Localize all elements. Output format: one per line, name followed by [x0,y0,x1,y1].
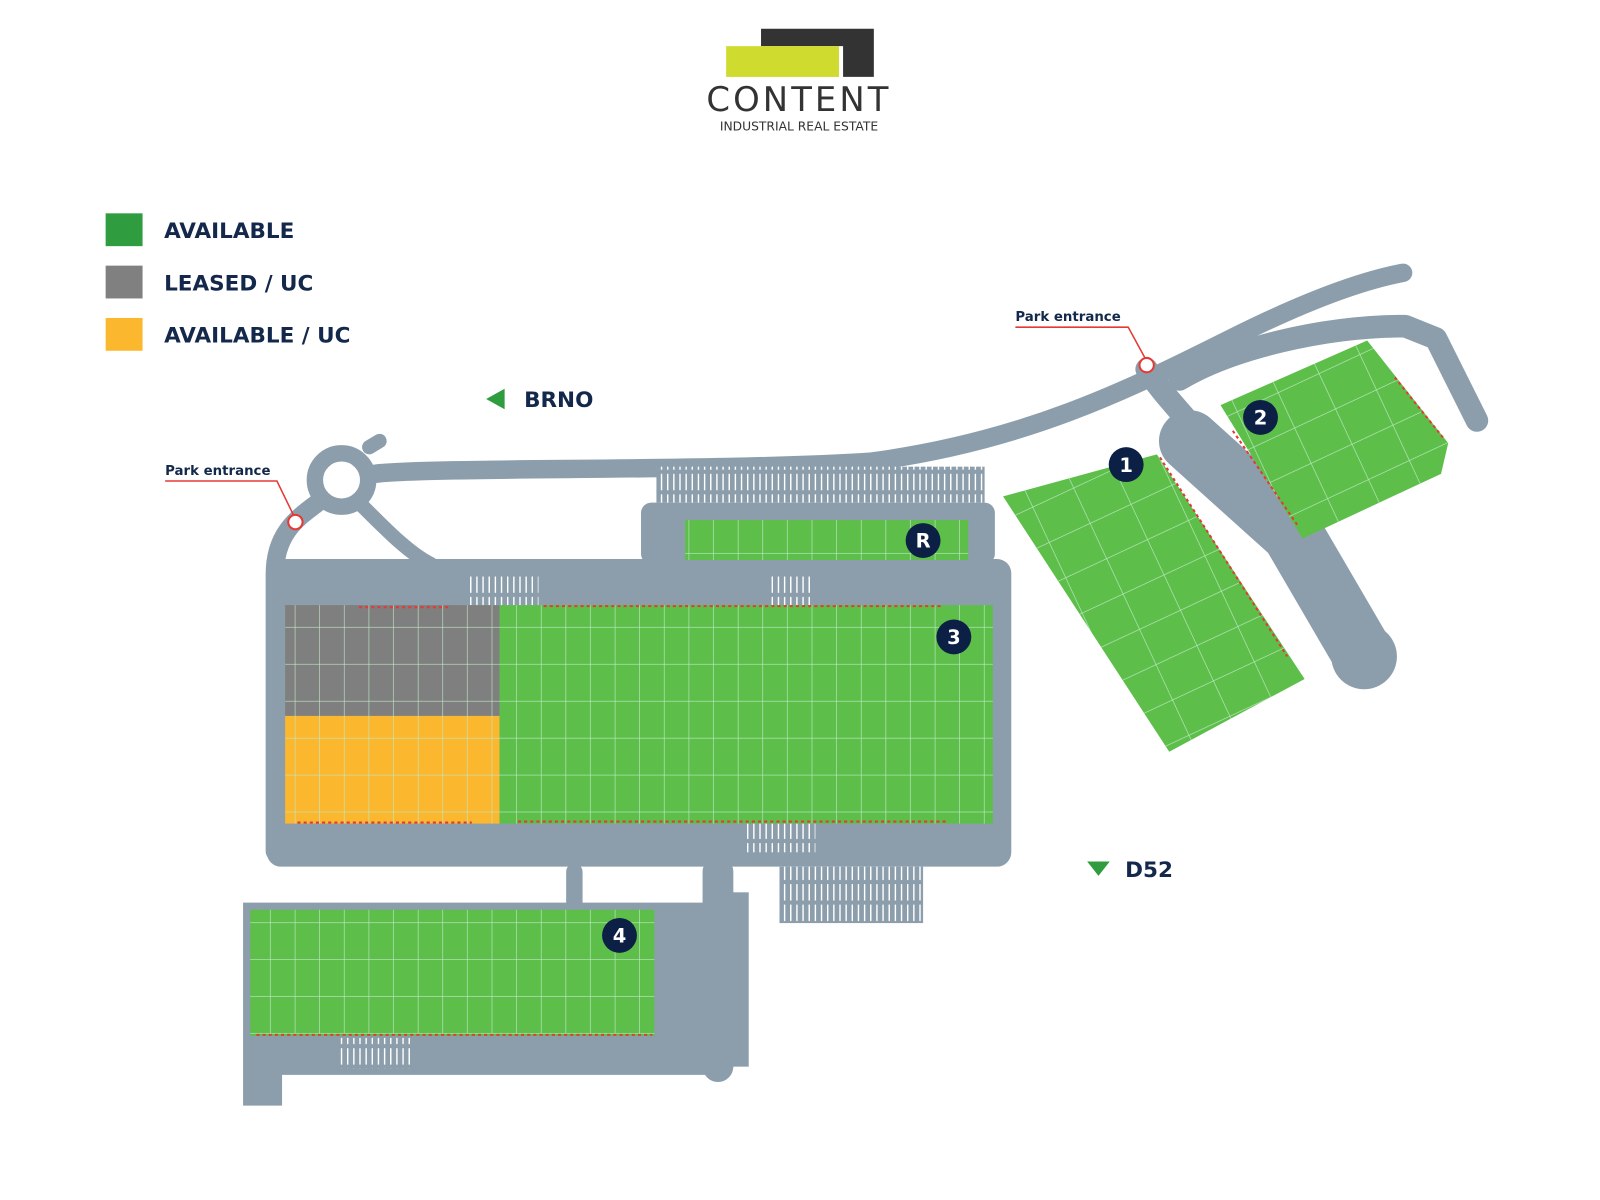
parking-lot [466,576,539,606]
legend-label-available-uc: AVAILABLE / UC [164,324,350,349]
legend-swatch-available [105,213,143,247]
svg-text:1: 1 [1119,454,1133,477]
svg-text:Park entrance: Park entrance [165,464,270,479]
building-badge [1243,400,1278,435]
svg-text:2: 2 [1254,407,1268,430]
logo-mark-dark [761,28,874,77]
direction-d52: D52 [1087,858,1173,883]
svg-text:R: R [916,530,931,553]
building-4[interactable]: 4 [250,909,655,1036]
parking-lot [743,823,816,853]
legend-label-available: AVAILABLE [164,219,294,244]
logo-tagline: INDUSTRIAL REAL ESTATE [720,119,878,133]
entrance-marker-icon [1138,356,1155,374]
legend-swatch-leased [105,265,143,299]
svg-text:BRNO: BRNO [524,388,593,413]
logo-name: CONTENT [706,80,891,119]
logo: CONTENT INDUSTRIAL REAL ESTATE [706,28,891,133]
parking-lot [338,1037,411,1069]
park-entrance-north: Park entrance [1015,310,1155,374]
svg-text:D52: D52 [1125,858,1173,883]
building-3[interactable]: 3 [285,605,993,824]
park-entrance-west: Park entrance [165,464,304,531]
parking-lot [707,892,749,1067]
legend-label-leased: LEASED / UC [164,271,313,296]
building-badge [905,523,941,558]
building-r[interactable]: R [685,520,969,560]
parking-lot [656,466,985,503]
building-2[interactable]: 2 [1220,340,1449,539]
entrance-marker-icon [287,513,304,531]
legend-swatch-available-uc [105,317,143,351]
dock-number: 8 [1271,617,1280,633]
svg-text:3: 3 [947,626,961,649]
building-badge [1108,447,1144,483]
logo-mark-lime [726,46,839,77]
parking-lot [769,576,811,606]
svg-text:4: 4 [613,925,627,948]
arrow-down-icon [1087,861,1110,876]
svg-text:Park entrance: Park entrance [1015,310,1120,325]
arrow-left-icon [486,388,505,410]
legend: AVAILABLE LEASED / UC AVAILABLE / UC [105,213,350,351]
parking-lot [779,866,924,924]
direction-brno: BRNO [486,388,593,413]
building-1[interactable]: 1 8 [1003,447,1305,752]
building-badge [602,917,637,953]
building-badge [936,619,972,655]
